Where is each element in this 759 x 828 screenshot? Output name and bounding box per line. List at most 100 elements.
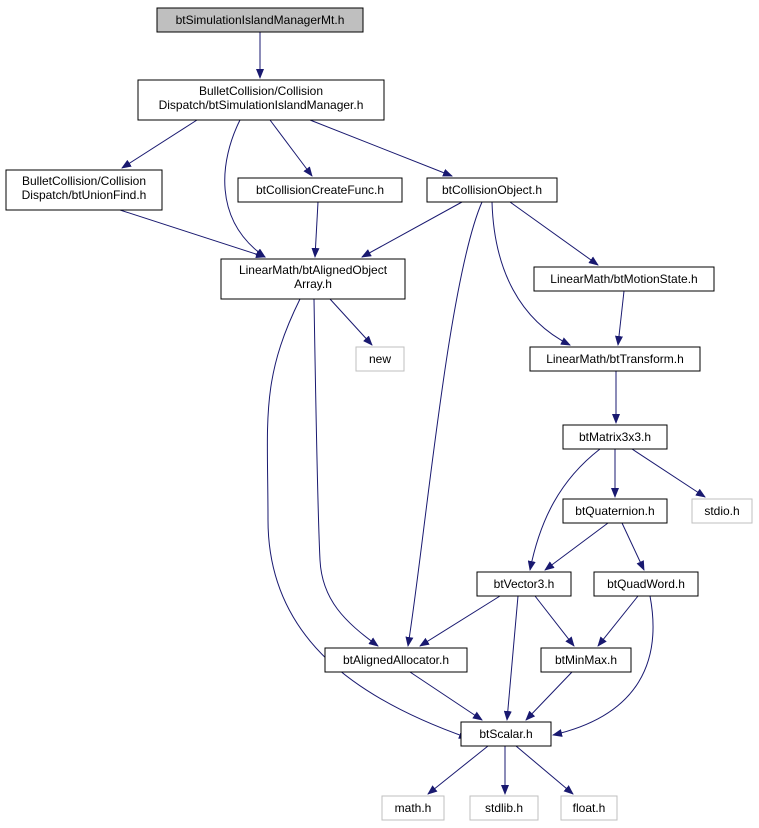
node-create-func[interactable]: btCollisionCreateFunc.h bbox=[237, 177, 403, 203]
node-box bbox=[540, 647, 632, 673]
edge-aligned_alloc-to-scalar bbox=[409, 671, 483, 721]
edge-arrow bbox=[329, 298, 373, 346]
node-label: BulletCollision/Collision bbox=[199, 84, 323, 98]
edge-arrow bbox=[503, 595, 519, 721]
node-label: btMinMax.h bbox=[555, 653, 617, 667]
node-box bbox=[691, 498, 753, 524]
node-label: Dispatch/btSimulationIslandManager.h bbox=[159, 98, 364, 112]
node-quadword[interactable]: btQuadWord.h bbox=[593, 571, 699, 597]
node-label: btQuaternion.h bbox=[575, 504, 654, 518]
node-label: btQuadWord.h bbox=[607, 577, 685, 591]
node-aligned-alloc[interactable]: btAlignedAllocator.h bbox=[324, 647, 468, 673]
edge-arrow bbox=[544, 522, 609, 571]
node-stdio: stdio.h bbox=[691, 498, 753, 524]
node-box bbox=[5, 169, 163, 211]
node-box bbox=[324, 647, 468, 673]
node-box bbox=[562, 424, 668, 450]
edge-arrow bbox=[405, 201, 483, 647]
edge-arrow bbox=[311, 201, 320, 258]
edge-motion_state-to-transform bbox=[615, 290, 625, 346]
edge-arrow bbox=[309, 119, 453, 177]
node-matrix[interactable]: btMatrix3x3.h bbox=[562, 424, 668, 450]
node-new: new bbox=[355, 346, 405, 372]
edge-vector3-to-scalar bbox=[503, 595, 519, 721]
node-scalar[interactable]: btScalar.h bbox=[460, 721, 552, 747]
edges-layer bbox=[119, 32, 706, 795]
node-root[interactable]: btSimulationIslandManagerMt.h bbox=[156, 7, 364, 33]
edge-matrix-to-stdio bbox=[631, 448, 706, 498]
edge-arrow bbox=[631, 448, 706, 498]
edge-arrow bbox=[269, 119, 313, 177]
node-label: Array.h bbox=[294, 277, 332, 291]
edge-arrow bbox=[525, 671, 573, 721]
node-label: LinearMath/btAlignedObject bbox=[239, 263, 388, 277]
node-label: stdio.h bbox=[704, 504, 739, 518]
edge-arrow bbox=[361, 201, 463, 258]
node-sim-island[interactable]: BulletCollision/CollisionDispatch/btSimu… bbox=[137, 79, 385, 121]
edge-coll_obj-to-transform bbox=[491, 201, 571, 346]
edge-coll_obj-to-aligned_alloc bbox=[405, 201, 483, 647]
node-label: btMatrix3x3.h bbox=[579, 430, 651, 444]
edge-arrow bbox=[552, 595, 654, 737]
node-quaternion[interactable]: btQuaternion.h bbox=[562, 498, 668, 524]
edge-arrow bbox=[615, 290, 625, 346]
edge-scalar-to-math bbox=[427, 745, 489, 795]
node-label: btAlignedAllocator.h bbox=[343, 653, 449, 667]
nodes-layer: btSimulationIslandManagerMt.hBulletColli… bbox=[5, 7, 753, 821]
edge-coll_obj-to-aligned_array bbox=[361, 201, 463, 258]
edge-arrow bbox=[313, 298, 379, 647]
edge-arrow bbox=[224, 119, 266, 258]
node-label: btScalar.h bbox=[479, 727, 532, 741]
node-vector3[interactable]: btVector3.h bbox=[476, 571, 572, 597]
node-box bbox=[355, 346, 405, 372]
edge-matrix-to-vector3 bbox=[527, 448, 601, 571]
node-stdlib: stdlib.h bbox=[469, 795, 539, 821]
node-label: float.h bbox=[573, 801, 606, 815]
edge-arrow bbox=[515, 745, 574, 795]
edge-arrow bbox=[491, 201, 571, 346]
node-label: LinearMath/btMotionState.h bbox=[550, 272, 697, 286]
node-coll-obj[interactable]: btCollisionObject.h bbox=[426, 177, 558, 203]
node-union-find[interactable]: BulletCollision/CollisionDispatch/btUnio… bbox=[5, 169, 163, 211]
edge-arrow bbox=[409, 671, 483, 721]
node-box bbox=[593, 571, 699, 597]
node-box bbox=[476, 571, 572, 597]
node-box bbox=[426, 177, 558, 203]
edge-aligned_array-to-aligned_alloc bbox=[313, 298, 379, 647]
node-label: Dispatch/btUnionFind.h bbox=[22, 188, 147, 202]
node-box bbox=[562, 498, 668, 524]
edge-arrow bbox=[527, 448, 601, 571]
node-math: math.h bbox=[381, 795, 445, 821]
node-box bbox=[156, 7, 364, 33]
node-label: btVector3.h bbox=[494, 577, 555, 591]
node-box bbox=[469, 795, 539, 821]
node-box bbox=[533, 266, 715, 292]
node-transform[interactable]: LinearMath/btTransform.h bbox=[529, 346, 701, 372]
edge-quadword-to-minmax bbox=[597, 595, 639, 647]
edge-arrow bbox=[119, 209, 266, 259]
node-minmax[interactable]: btMinMax.h bbox=[540, 647, 632, 673]
edge-arrow bbox=[419, 595, 501, 647]
edge-arrow bbox=[266, 298, 469, 739]
node-box bbox=[137, 79, 385, 121]
node-box bbox=[237, 177, 403, 203]
edge-quadword-to-scalar bbox=[552, 595, 654, 737]
edge-arrow bbox=[534, 595, 575, 647]
edge-sim_island-to-union_find bbox=[121, 119, 198, 169]
node-float: float.h bbox=[560, 795, 618, 821]
edge-quaternion-to-quadword bbox=[621, 522, 645, 571]
edge-aligned_array-to-new bbox=[329, 298, 373, 346]
edge-arrow bbox=[621, 522, 645, 571]
node-box bbox=[529, 346, 701, 372]
node-motion-state[interactable]: LinearMath/btMotionState.h bbox=[533, 266, 715, 292]
node-label: btCollisionObject.h bbox=[442, 183, 542, 197]
edge-arrow bbox=[121, 119, 198, 169]
edge-aligned_array-to-scalar bbox=[266, 298, 469, 739]
edge-create_func-to-aligned_array bbox=[311, 201, 320, 258]
edge-vector3-to-minmax bbox=[534, 595, 575, 647]
node-label: LinearMath/btTransform.h bbox=[546, 352, 684, 366]
edge-arrow bbox=[427, 745, 489, 795]
edge-sim_island-to-create_func bbox=[269, 119, 313, 177]
